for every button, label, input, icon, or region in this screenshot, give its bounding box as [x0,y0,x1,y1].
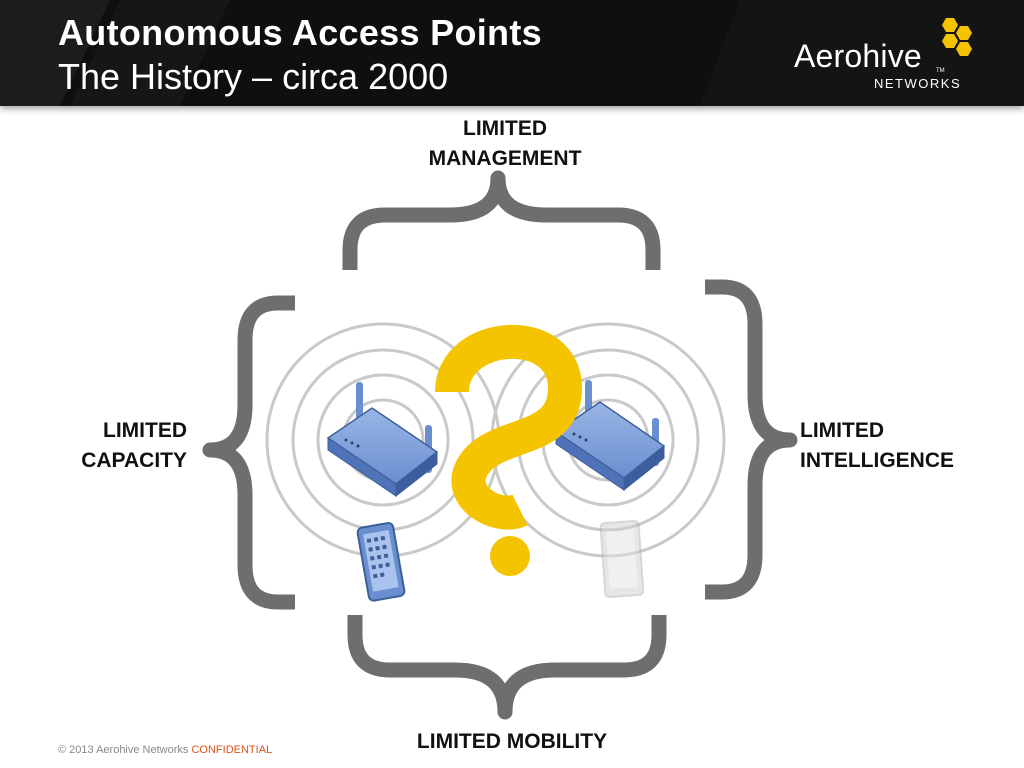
brace-right [705,279,798,600]
logo-trademark: TM [936,68,945,74]
label-limited-intelligence: LIMITED INTELLIGENCE [800,419,955,472]
page-subtitle: The History – circa 2000 [58,56,449,97]
logo-wordmark: Aerohive [794,38,922,74]
logo-subword: NETWORKS [874,76,962,91]
title-bar: Autonomous Access Points The History – c… [0,0,1024,106]
footer-confidential: CONFIDENTIAL [191,744,273,756]
footer-copyright: © 2013 Aerohive Networks [58,744,189,756]
access-point-right-icon [554,380,666,492]
access-point-left-icon [326,382,439,498]
footer: © 2013 Aerohive Networks CONFIDENTIAL [58,744,272,756]
page-title: Autonomous Access Points [58,12,542,53]
tablet-left-icon [356,522,406,602]
aerohive-logo: Aerohive TM NETWORKS [794,18,984,98]
label-limited-capacity: LIMITED CAPACITY [81,419,187,472]
label-limited-mobility: LIMITED MOBILITY [416,730,608,753]
brace-bottom [347,615,667,720]
brace-left [202,295,295,610]
honeycomb-logo-icon [942,18,972,56]
tablet-right-faded-icon [599,520,645,598]
brace-top [342,170,661,270]
question-mark-icon [435,325,583,576]
label-limited-management: LIMITED MANAGEMENT [428,117,582,170]
